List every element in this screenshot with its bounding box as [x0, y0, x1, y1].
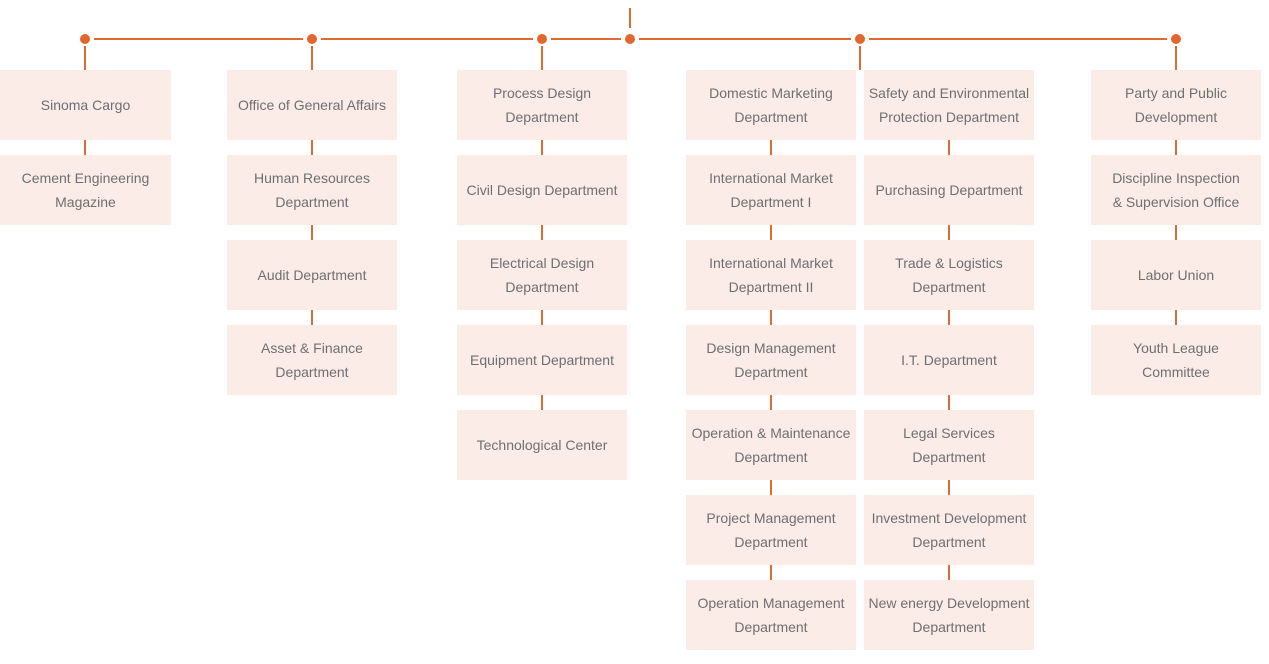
- box-connector-line: [1175, 225, 1177, 240]
- top-rail-segment: [639, 38, 851, 40]
- box-connector-line: [948, 565, 950, 580]
- box-connector-line: [541, 225, 543, 240]
- dept-box: Technological Center: [457, 410, 627, 480]
- box-connector-line: [770, 565, 772, 580]
- box-connector-line: [948, 225, 950, 240]
- box-connector-line: [948, 140, 950, 155]
- dept-box: Investment Development Department: [864, 495, 1034, 565]
- box-connector-line: [770, 140, 772, 155]
- box-connector-line: [1175, 310, 1177, 325]
- box-connector-line: [770, 310, 772, 325]
- node-dot: [1171, 34, 1181, 44]
- box-connector-line: [541, 310, 543, 325]
- dept-box: Trade & Logistics Department: [864, 240, 1034, 310]
- branch-drop-line: [1175, 46, 1177, 70]
- dept-box: Office of General Affairs: [227, 70, 397, 140]
- dept-box: Sinoma Cargo: [0, 70, 171, 140]
- box-connector-line: [541, 140, 543, 155]
- box-connector-line: [1175, 140, 1177, 155]
- branch-drop-line: [311, 46, 313, 70]
- node-dot: [855, 34, 865, 44]
- top-rail-segment: [869, 38, 1167, 40]
- box-connector-line: [84, 140, 86, 155]
- dept-box: Human Resources Department: [227, 155, 397, 225]
- box-connector-line: [948, 480, 950, 495]
- box-connector-line: [311, 140, 313, 155]
- dept-box: Audit Department: [227, 240, 397, 310]
- dept-box: Labor Union: [1091, 240, 1261, 310]
- branch-drop-line: [859, 46, 861, 70]
- box-connector-line: [948, 395, 950, 410]
- dept-box: Design Management Department: [686, 325, 856, 395]
- dept-box: Project Management Department: [686, 495, 856, 565]
- branch-drop-line: [84, 46, 86, 70]
- box-connector-line: [770, 225, 772, 240]
- dept-box: Safety and Environmental Protection Depa…: [864, 70, 1034, 140]
- dept-box: International Market Department II: [686, 240, 856, 310]
- top-rail-segment: [551, 38, 621, 40]
- dept-box: Asset & Finance Department: [227, 325, 397, 395]
- dept-box: Civil Design Department: [457, 155, 627, 225]
- box-connector-line: [311, 225, 313, 240]
- node-dot: [625, 34, 635, 44]
- dept-box: Operation Management Department: [686, 580, 856, 650]
- dept-box: Electrical Design Department: [457, 240, 627, 310]
- dept-box: Cement Engineering Magazine: [0, 155, 171, 225]
- dept-box: New energy Development Department: [864, 580, 1034, 650]
- box-connector-line: [770, 395, 772, 410]
- node-dot: [80, 34, 90, 44]
- dept-box: Process Design Department: [457, 70, 627, 140]
- dept-box: Purchasing Department: [864, 155, 1034, 225]
- dept-box: Discipline Inspection & Supervision Offi…: [1091, 155, 1261, 225]
- node-dot: [307, 34, 317, 44]
- box-connector-line: [541, 395, 543, 410]
- dept-box: Domestic Marketing Department: [686, 70, 856, 140]
- dept-box: Legal Services Department: [864, 410, 1034, 480]
- dept-box: International Market Department I: [686, 155, 856, 225]
- box-connector-line: [311, 310, 313, 325]
- dept-box: Operation & Maintenance Department: [686, 410, 856, 480]
- box-connector-line: [770, 480, 772, 495]
- top-rail-segment: [321, 38, 533, 40]
- trunk-line: [629, 8, 631, 28]
- branch-drop-line: [541, 46, 543, 70]
- top-rail-segment: [94, 38, 303, 40]
- node-dot: [537, 34, 547, 44]
- box-connector-line: [948, 310, 950, 325]
- dept-box: Equipment Department: [457, 325, 627, 395]
- dept-box: Youth League Committee: [1091, 325, 1261, 395]
- dept-box: I.T. Department: [864, 325, 1034, 395]
- dept-box: Party and Public Development: [1091, 70, 1261, 140]
